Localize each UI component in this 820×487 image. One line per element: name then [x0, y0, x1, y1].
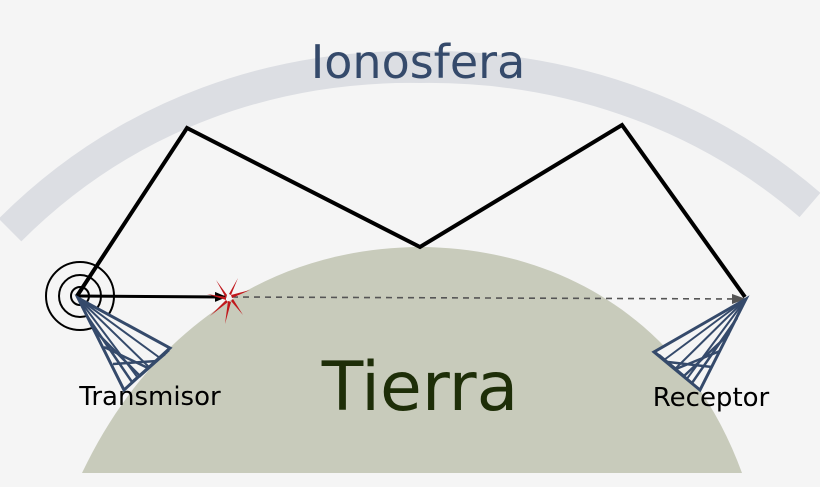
receiver-antenna-icon: [651, 295, 750, 393]
ionosphere-band: [0, 50, 820, 242]
direct-ray: [76, 291, 227, 302]
direct-ray-dashed: [231, 293, 746, 304]
red-x-starburst-icon: [207, 278, 250, 324]
skywave-path: [75, 122, 747, 299]
ionosphere-label: Ionosfera: [311, 35, 526, 89]
earth-dome: [82, 247, 742, 473]
transmitter-antenna-icon: [74, 294, 173, 393]
earth-label: Tierra: [321, 348, 519, 427]
receiver-label: Receptor: [653, 383, 770, 413]
transmitter-label: Transmisor: [78, 382, 221, 412]
